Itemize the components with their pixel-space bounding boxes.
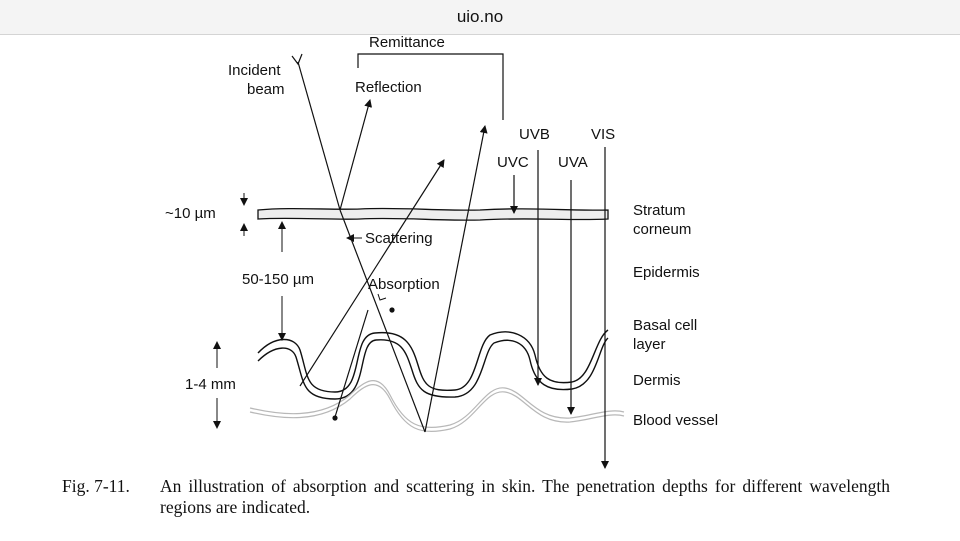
label-layer: layer: [633, 336, 666, 353]
figure-number: Fig. 7-11.: [62, 476, 130, 496]
label-uvb: UVB: [519, 126, 550, 143]
label-absorption: Absorption: [368, 276, 440, 293]
refracted-beam: [339, 209, 426, 433]
label-stratum: Stratum: [633, 202, 686, 219]
basal-layer-outer: [257, 329, 609, 393]
absorption-pointer: [377, 293, 387, 301]
reflection-arrow: [339, 99, 373, 211]
top-bar: uio.no: [0, 0, 960, 35]
scatter-path-2: [299, 159, 445, 387]
label-vis: VIS: [591, 126, 615, 143]
label-blood-vessel: Blood vessel: [633, 412, 718, 429]
label-epidermis: Epidermis: [633, 264, 700, 281]
label-incident: Incident: [228, 62, 281, 79]
scatter-path-1: [424, 125, 488, 433]
incident-beam-tail: [291, 53, 303, 66]
label-corneum: corneum: [633, 221, 691, 238]
label-uvc: UVC: [497, 154, 529, 171]
incident-beam-line: [297, 61, 341, 211]
label-beam: beam: [247, 81, 285, 98]
site-title: uio.no: [456, 7, 504, 26]
label-uva: UVA: [558, 154, 588, 171]
remittance-bracket: [357, 53, 504, 120]
label-reflection: Reflection: [355, 79, 422, 96]
label-basal: Basal cell: [633, 317, 697, 334]
absorption-dot-lower: [332, 415, 338, 421]
label-thickness-sc: ~10 µm: [165, 205, 216, 222]
absorption-dot: [389, 307, 395, 313]
scatter-path-3: [334, 309, 369, 418]
blood-vessel-line-2: [249, 384, 625, 433]
caption-text: An illustration of absorption and scatte…: [160, 476, 890, 517]
label-dermis: Dermis: [633, 372, 681, 389]
label-scattering: Scattering: [365, 230, 433, 247]
label-remittance: Remittance: [369, 34, 445, 51]
label-thickness-epi: 50-150 µm: [242, 271, 314, 288]
label-thickness-dermis: 1-4 mm: [185, 376, 236, 393]
blood-vessel-line-1: [249, 380, 625, 429]
basal-layer-inner: [257, 337, 609, 400]
stratum-corneum-layer: [257, 207, 609, 221]
